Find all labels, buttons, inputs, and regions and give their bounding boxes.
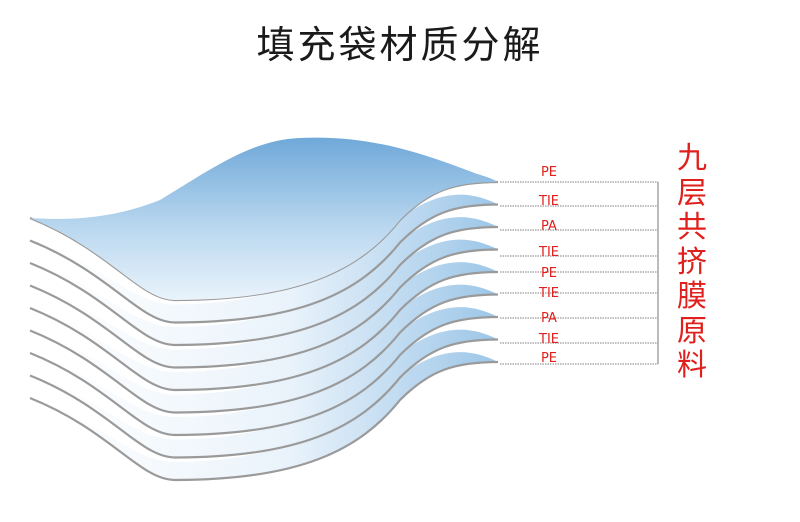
side-label-char: 原	[677, 313, 707, 349]
layer-label: TIE	[538, 245, 559, 260]
side-label: 九 层 共 挤 膜 原 料	[672, 141, 712, 384]
layer-label: PE	[541, 351, 557, 366]
film-layer-surface	[30, 352, 498, 480]
side-label-char: 共	[677, 210, 707, 245]
film-layer	[29, 284, 499, 414]
film-layer-surface	[30, 239, 498, 368]
film-layer-surface	[30, 217, 498, 345]
layer-label: TIE	[538, 332, 559, 347]
layer-label: PE	[541, 165, 557, 180]
page-title: 填充袋材质分解	[256, 23, 544, 67]
layer-label: PA	[541, 311, 557, 326]
film-layer-edge	[29, 248, 499, 369]
film-layer	[29, 329, 499, 459]
side-label-char: 料	[677, 348, 707, 383]
film-layer	[29, 239, 499, 369]
film-layer-edge	[29, 360, 499, 482]
film-layer	[29, 262, 499, 392]
side-label-char: 九	[677, 141, 707, 176]
film-layer-surface	[30, 329, 498, 458]
film-layer	[29, 217, 499, 347]
film-layer-edge	[29, 293, 499, 414]
film-layer-surface	[30, 307, 498, 435]
layer-label: TIE	[538, 194, 559, 209]
film-layer-edge	[29, 203, 499, 324]
film-layer-surface	[30, 262, 498, 390]
side-label-char: 膜	[677, 279, 707, 314]
film-layer	[29, 194, 499, 324]
film-layer-edge	[29, 270, 499, 392]
film-layer-edge	[29, 225, 499, 347]
layer-label: TIE	[538, 286, 559, 301]
side-label-char: 挤	[677, 244, 707, 280]
side-label-char: 层	[677, 175, 707, 211]
film-layer	[29, 352, 499, 482]
top-layer-surface	[30, 137, 498, 300]
film-layer-edge	[29, 315, 499, 437]
film-layer-surface	[30, 284, 498, 413]
layer-label: PA	[541, 219, 557, 234]
film-layer-surface	[30, 194, 498, 323]
film-layer	[29, 307, 499, 437]
layer-label: PE	[541, 266, 557, 281]
film-layer-edge	[29, 338, 499, 459]
